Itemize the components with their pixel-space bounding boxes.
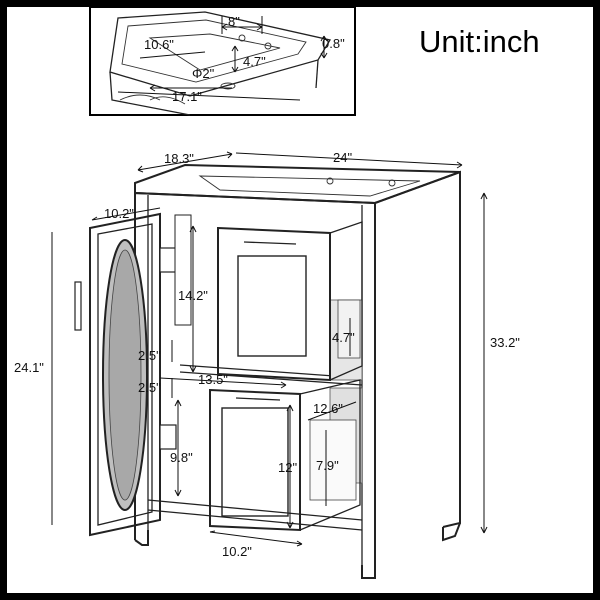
dim-sink-front-depth: 4.7": [243, 54, 266, 69]
dimension-lines: [51, 151, 488, 547]
sink-inset: [89, 6, 356, 116]
dim-drain-diameter: Φ2": [192, 66, 215, 81]
dim-overall-depth: 18.3": [164, 151, 194, 166]
dim-lower-drawer-front-height: 12": [278, 460, 297, 475]
dim-shelf-gap-lower: 2.5": [138, 380, 161, 395]
open-door: [74, 212, 192, 537]
dim-lower-gap: 9.8": [170, 450, 193, 465]
lower-drawer: [209, 379, 361, 532]
left-leg: [134, 530, 149, 546]
dim-sink-depth-basin: 10.6": [144, 37, 174, 52]
dim-overall-width: 24": [333, 150, 352, 165]
dim-door-height: 24.1": [14, 360, 44, 375]
door-handle: [74, 281, 82, 331]
dim-sink-width-basin: 17.1": [172, 89, 202, 104]
right-leg: [361, 565, 376, 579]
sink-illustration: [109, 11, 332, 116]
dim-sink-faucet-spacing: 8": [228, 14, 240, 29]
dim-overall-height: 33.2": [490, 335, 520, 350]
dim-door-width: 10.2": [104, 206, 134, 221]
unit-label: Unit:inch: [419, 24, 540, 59]
cabinet-side: [374, 170, 461, 528]
dim-drawer-width: 10.2": [222, 544, 252, 559]
dim-lower-drawer-height: 7.9": [316, 458, 339, 473]
dim-shelf-width: 13.5": [198, 372, 228, 387]
dim-upper-drawer-height: 4.7": [332, 330, 355, 345]
dim-sink-edge-thickness: 0.8": [322, 36, 345, 51]
dim-drawer-depth: 12.6": [313, 401, 343, 416]
back-leg: [442, 522, 461, 542]
dim-shelf-gap-upper: 2.5": [138, 348, 161, 363]
upper-drawer: [217, 221, 363, 382]
dim-door-upper-height: 14.2": [178, 288, 208, 303]
